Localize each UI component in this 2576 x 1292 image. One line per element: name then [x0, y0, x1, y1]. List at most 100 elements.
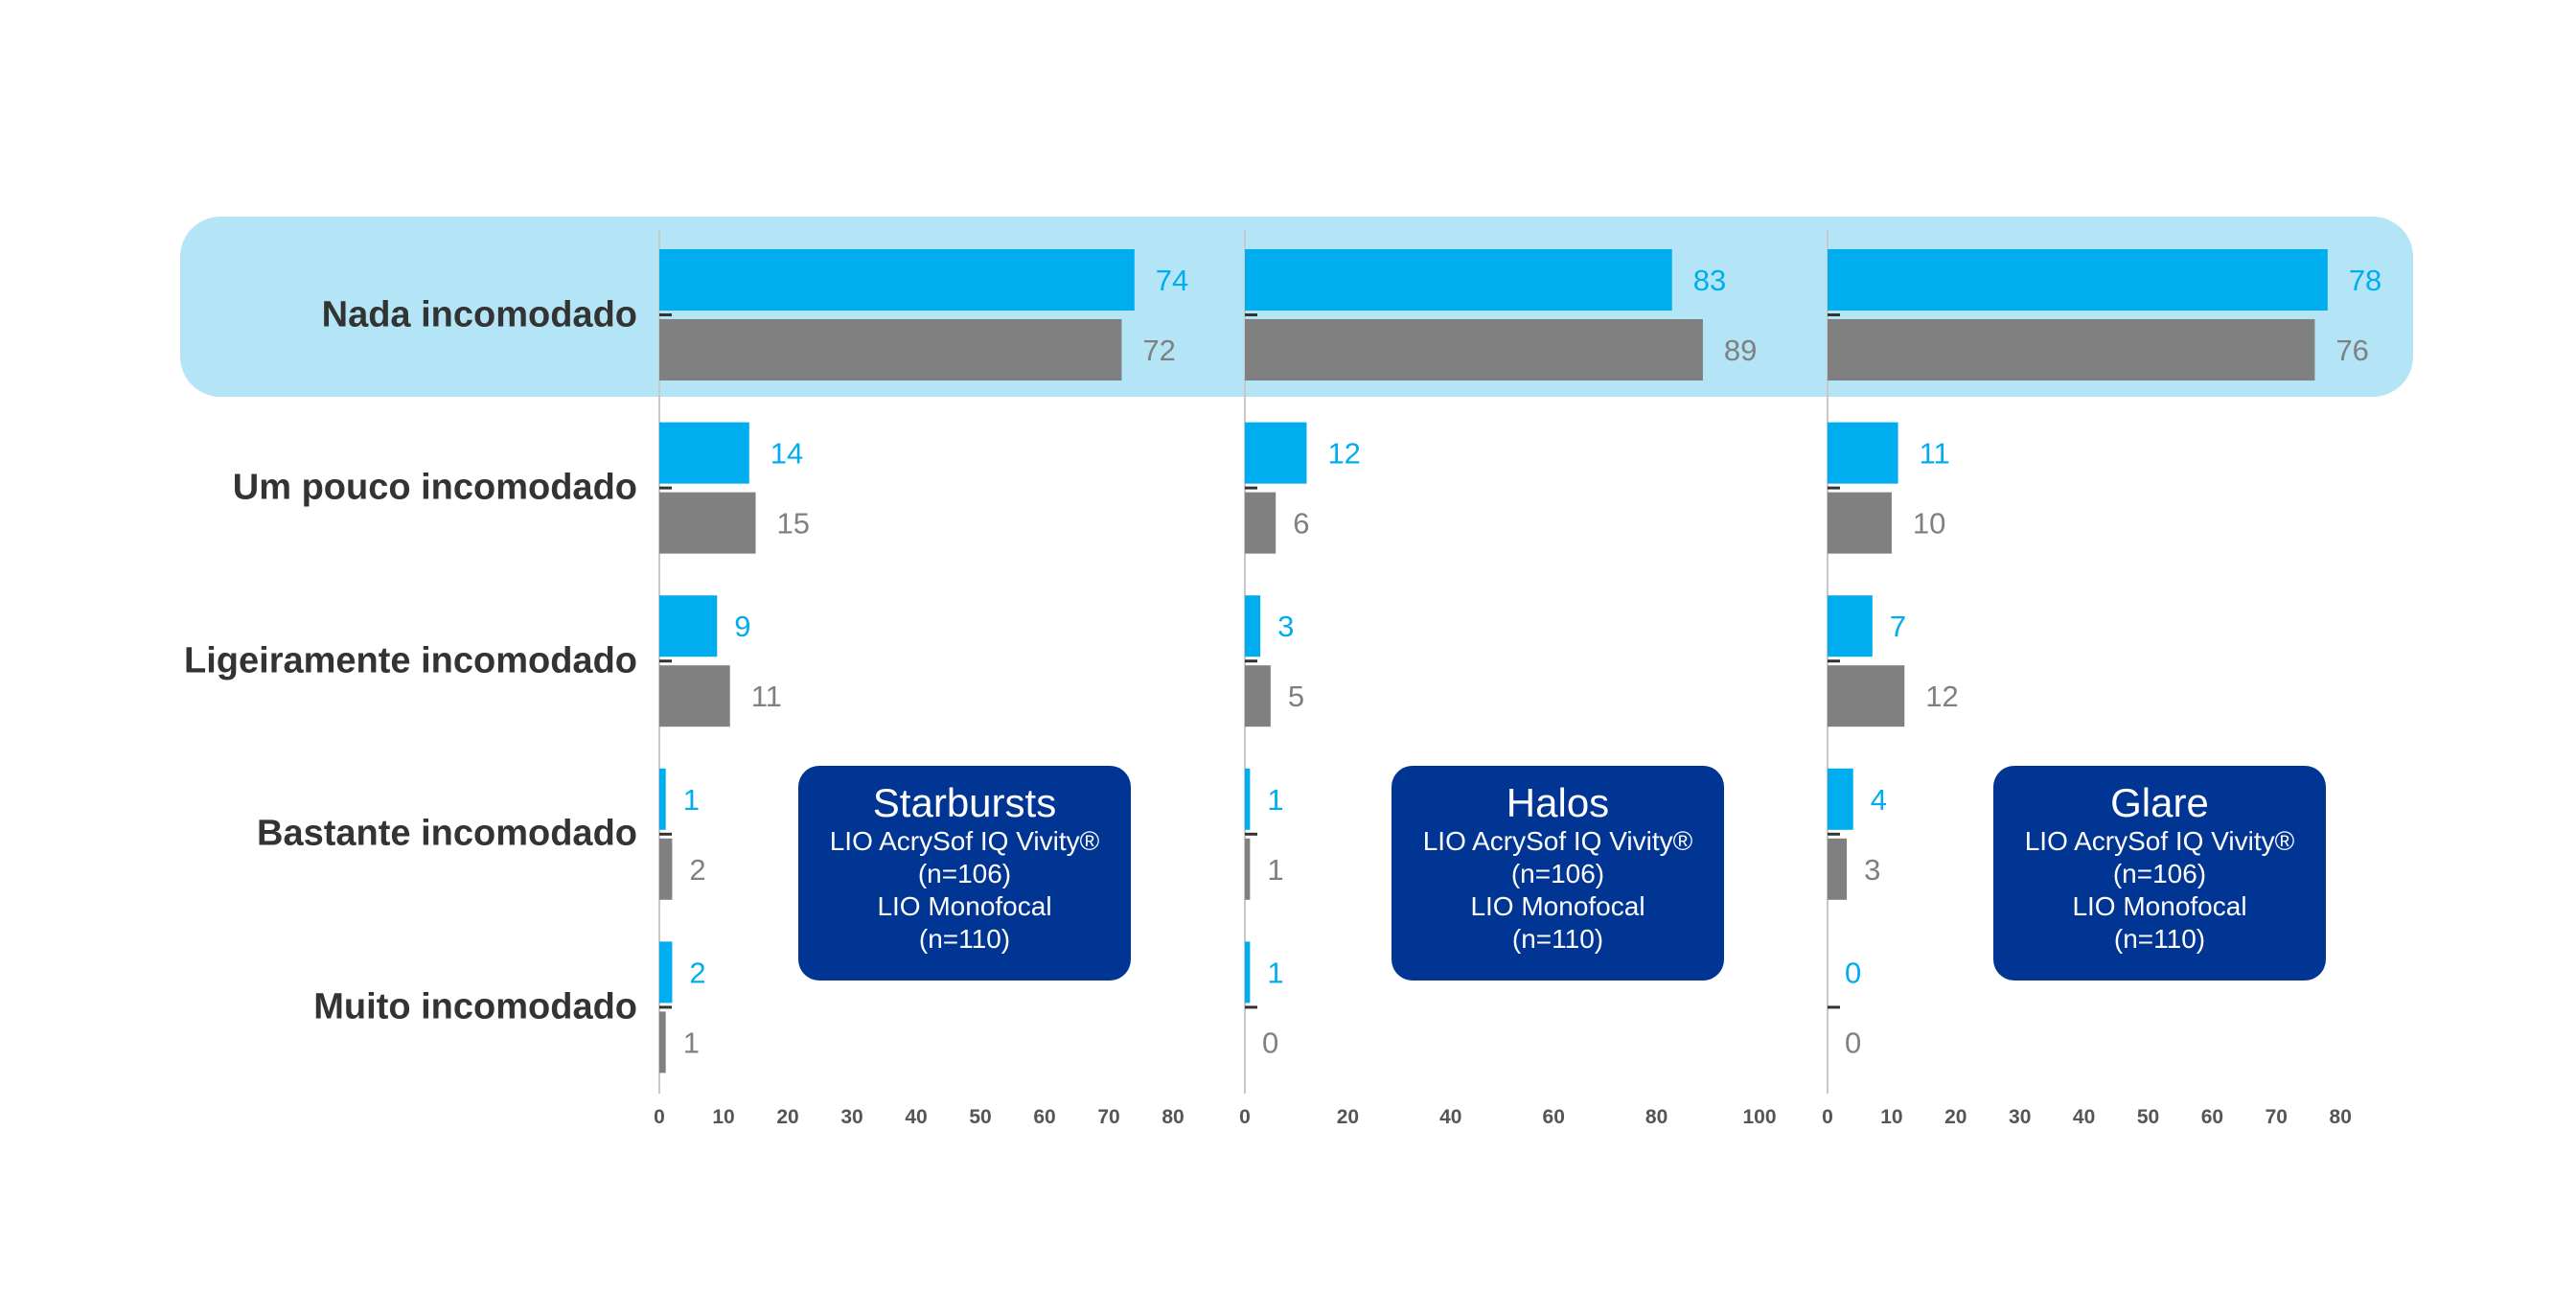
tick-label: 40	[2073, 1106, 2095, 1128]
value-label: 4	[1871, 783, 1887, 817]
panel-title: Halos	[1506, 780, 1610, 825]
bar	[1828, 838, 1848, 900]
tick-label: 80	[2330, 1106, 2352, 1128]
value-label: 2	[689, 853, 705, 887]
bar	[659, 1011, 666, 1073]
bar	[659, 665, 730, 727]
value-label: 3	[1864, 853, 1880, 887]
value-label: 3	[1277, 610, 1294, 643]
tick-label: 0	[654, 1106, 665, 1128]
tick-label: 60	[1033, 1106, 1055, 1128]
bar	[1245, 665, 1271, 727]
tick-label: 70	[2266, 1106, 2288, 1128]
value-label: 5	[1288, 680, 1304, 713]
tick-label: 60	[2201, 1106, 2223, 1128]
bar	[1828, 422, 1898, 484]
value-label: 9	[734, 610, 750, 643]
bar	[1245, 768, 1251, 830]
series-label: (n=106)	[917, 859, 1012, 888]
bar	[1245, 838, 1251, 900]
bar	[1245, 941, 1251, 1004]
value-label: 11	[751, 680, 782, 713]
bar	[659, 595, 718, 658]
series-label: LIO AcrySof IQ Vivity®	[2024, 826, 2295, 856]
tick-label: 30	[2009, 1106, 2031, 1128]
tick-label: 80	[1645, 1106, 1668, 1128]
value-label: 74	[1156, 264, 1188, 297]
bar	[659, 492, 756, 554]
bar	[1828, 249, 2328, 311]
value-label: 12	[1925, 680, 1958, 713]
value-label: 0	[1845, 1026, 1861, 1059]
tick-label: 0	[1822, 1106, 1833, 1128]
panel-title: Starbursts	[872, 780, 1057, 825]
value-label: 11	[1920, 437, 1950, 471]
bar	[1245, 492, 1276, 554]
bar	[1828, 319, 2315, 381]
value-label: 1	[1267, 783, 1283, 817]
series-label: (n=106)	[1510, 859, 1605, 888]
tick-label: 80	[1162, 1106, 1184, 1128]
category-label: Nada incomodado	[321, 294, 637, 335]
series-label: LIO Monofocal	[2072, 891, 2247, 921]
value-label: 7	[1890, 610, 1906, 643]
tick-label: 50	[2137, 1106, 2159, 1128]
value-label: 1	[1267, 853, 1283, 887]
value-label: 2	[689, 956, 705, 989]
bar	[659, 768, 666, 830]
value-label: 76	[2335, 334, 2368, 367]
tick-label: 70	[1097, 1106, 1119, 1128]
tick-label: 30	[840, 1106, 862, 1128]
tick-label: 10	[1880, 1106, 1902, 1128]
tick-label: 20	[1337, 1106, 1359, 1128]
category-label: Bastante incomodado	[257, 813, 637, 854]
category-label: Muito incomodado	[313, 986, 637, 1027]
tick-label: 20	[776, 1106, 798, 1128]
series-label: (n=110)	[1511, 924, 1604, 954]
bar	[1245, 249, 1672, 311]
bar	[1245, 422, 1307, 484]
bar	[1245, 595, 1261, 658]
value-label: 1	[683, 783, 700, 817]
value-label: 89	[1724, 334, 1757, 367]
value-label: 6	[1293, 507, 1309, 541]
bar	[1245, 319, 1703, 381]
bar	[659, 422, 749, 484]
tick-label: 50	[969, 1106, 991, 1128]
series-label: LIO AcrySof IQ Vivity®	[1422, 826, 1693, 856]
series-label: (n=110)	[2113, 924, 2206, 954]
bar	[659, 941, 673, 1004]
series-label: LIO Monofocal	[877, 891, 1052, 921]
value-label: 0	[1845, 956, 1861, 989]
value-label: 72	[1142, 334, 1175, 367]
bar	[659, 249, 1135, 311]
category-label: Ligeiramente incomodado	[184, 640, 637, 681]
series-label: LIO Monofocal	[1470, 891, 1645, 921]
tick-label: 40	[905, 1106, 927, 1128]
value-label: 0	[1262, 1026, 1278, 1059]
tick-label: 20	[1944, 1106, 1966, 1128]
series-label: LIO AcrySof IQ Vivity®	[829, 826, 1100, 856]
tick-label: 0	[1239, 1106, 1251, 1128]
bar	[1828, 595, 1873, 658]
tick-label: 10	[712, 1106, 734, 1128]
value-label: 1	[683, 1026, 700, 1059]
value-label: 78	[2349, 264, 2381, 297]
value-label: 14	[770, 437, 803, 471]
bar	[659, 838, 673, 900]
value-label: 1	[1267, 956, 1283, 989]
series-label: (n=106)	[2112, 859, 2207, 888]
tick-label: 40	[1439, 1106, 1461, 1128]
panel-title: Glare	[2110, 780, 2209, 825]
bar	[1828, 492, 1892, 554]
category-label: Um pouco incomodado	[232, 467, 637, 508]
value-label: 15	[777, 507, 810, 541]
bar	[1828, 665, 1905, 727]
tick-label: 100	[1742, 1106, 1776, 1128]
bar	[1828, 768, 1853, 830]
value-label: 83	[1693, 264, 1726, 297]
bar	[659, 319, 1122, 381]
